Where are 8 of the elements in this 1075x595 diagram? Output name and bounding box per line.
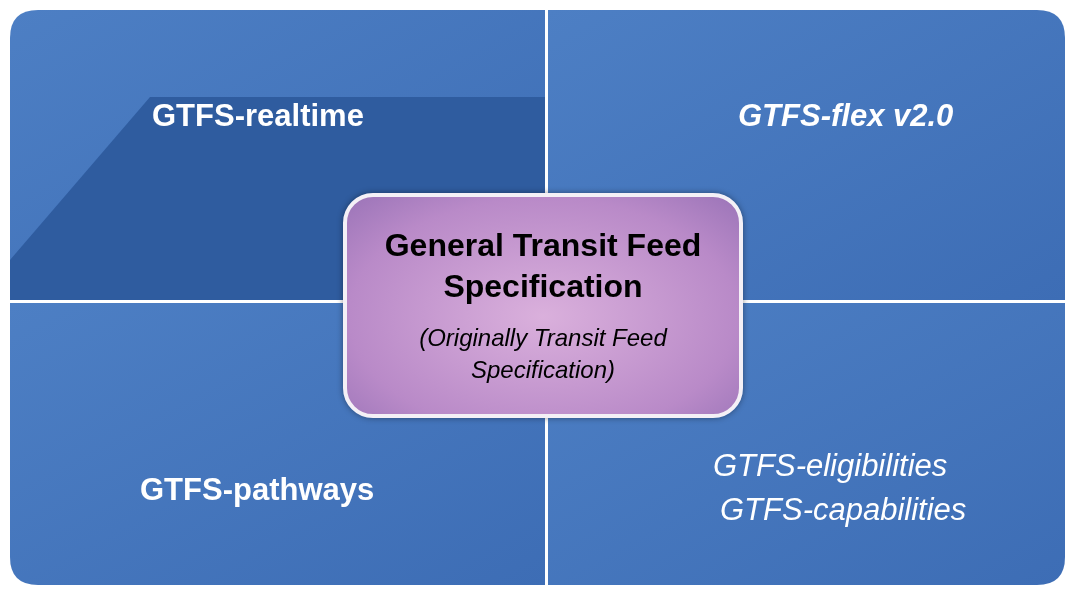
box-title: General Transit Feed Specification bbox=[383, 225, 703, 307]
box-subtitle: (Originally Transit Feed Specification) bbox=[418, 322, 669, 386]
panel-title: GTFS-eligibilities bbox=[713, 447, 948, 485]
panel-title: GTFS-capabilities bbox=[720, 491, 967, 529]
panel-title: GTFS-realtime bbox=[152, 97, 364, 135]
specification-box bbox=[343, 193, 743, 418]
panel-title: GTFS-pathways bbox=[140, 471, 375, 509]
panel-title: GTFS-flex v2.0 bbox=[738, 97, 954, 135]
